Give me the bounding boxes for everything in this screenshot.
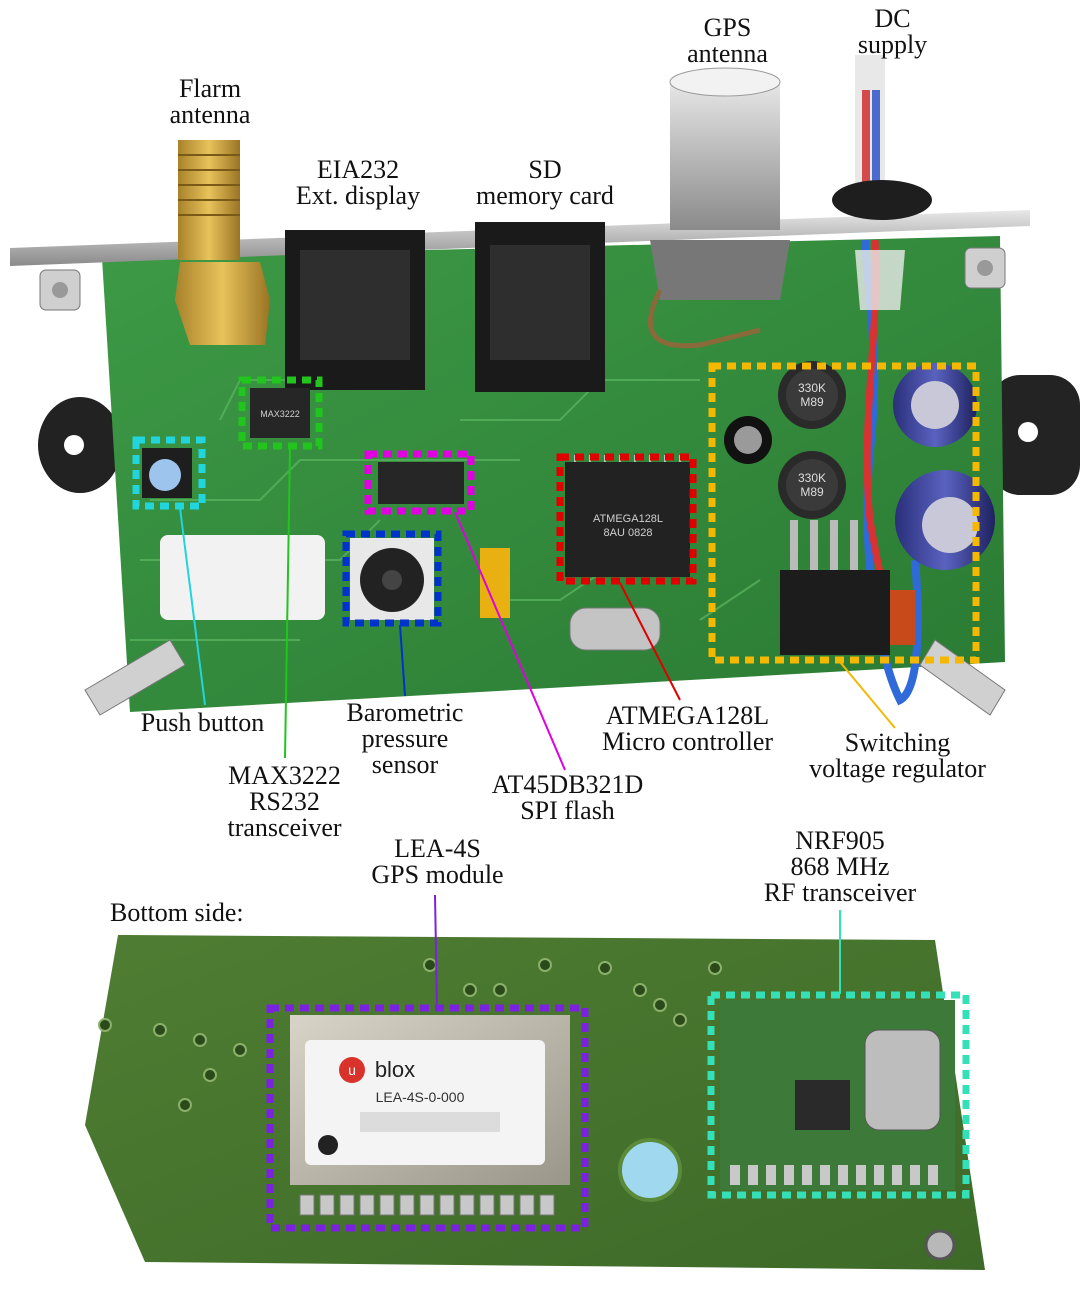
bottom-round-pad bbox=[618, 1138, 682, 1202]
button-leader bbox=[179, 507, 206, 706]
flarm-antenna-connector bbox=[175, 140, 270, 345]
regulator-components: 330K M89 330K M89 bbox=[724, 361, 995, 655]
flash-chip bbox=[378, 462, 464, 504]
max3222-highlight bbox=[238, 376, 323, 450]
push-button-part bbox=[142, 448, 192, 498]
lea4s-module-part: u blox LEA-4S-0-000 bbox=[290, 1015, 570, 1216]
flash-leader bbox=[454, 511, 566, 771]
svg-text:u: u bbox=[348, 1062, 356, 1078]
svg-text:MAX3222: MAX3222 bbox=[260, 409, 300, 419]
max3222-leader bbox=[284, 447, 291, 759]
mount-rubber-right bbox=[990, 375, 1080, 495]
svg-text:330K: 330K bbox=[798, 471, 826, 485]
svg-text:ATMEGA128L: ATMEGA128L bbox=[593, 513, 663, 525]
lea4s-leader bbox=[434, 894, 438, 1008]
bottom-screw bbox=[924, 1229, 956, 1261]
atmega128l-chip: ATMEGA128L 8AU 0828 bbox=[565, 455, 690, 577]
svg-text:blox: blox bbox=[375, 1057, 415, 1082]
button-highlight bbox=[132, 436, 206, 510]
mcu-leader bbox=[619, 582, 681, 701]
label-max3222: MAX3222 RS232 transceiver bbox=[227, 761, 342, 842]
label-flash: AT45DB321D SPI flash bbox=[491, 770, 644, 825]
crystal bbox=[569, 607, 661, 651]
max3222-chip: MAX3222 bbox=[250, 388, 310, 438]
label-nrf905: NRF905 868 MHz RF transceiver bbox=[763, 826, 917, 907]
label-flarm-antenna: Flarm antenna bbox=[169, 74, 251, 129]
blurred-sticker bbox=[160, 535, 325, 620]
pressure-leader bbox=[399, 624, 406, 697]
label-bottom-side: Bottom side: bbox=[110, 898, 244, 927]
sd-card-connector bbox=[475, 222, 605, 392]
flash-highlight bbox=[364, 450, 475, 515]
label-sd-card: SD memory card bbox=[476, 155, 614, 210]
standoff-bottom-left bbox=[84, 639, 186, 716]
svg-text:M89: M89 bbox=[800, 485, 824, 499]
bottom-vias bbox=[98, 958, 722, 1112]
label-gps-antenna: GPS antenna bbox=[687, 13, 768, 68]
standoff-top-left bbox=[39, 269, 81, 311]
svg-text:M89: M89 bbox=[800, 395, 824, 409]
standoff-top-right bbox=[964, 247, 1006, 289]
svg-text:LEA-4S-0-000: LEA-4S-0-000 bbox=[376, 1089, 465, 1105]
regulator-leader bbox=[839, 661, 896, 729]
nrf905-module-part bbox=[720, 1000, 955, 1190]
mcu-highlight bbox=[556, 453, 697, 585]
label-regulator: Switching voltage regulator bbox=[809, 728, 986, 783]
label-barometric: Barometric pressure sensor bbox=[346, 698, 464, 779]
label-mcu: ATMEGA128L Micro controller bbox=[601, 701, 774, 756]
pressure-sensor-part bbox=[350, 538, 434, 620]
label-dc-supply: DC supply bbox=[857, 4, 928, 59]
mount-rubber-left bbox=[38, 397, 122, 493]
pressure-highlight bbox=[342, 530, 442, 627]
lea4s-highlight bbox=[266, 1004, 589, 1232]
gps-antenna-connector bbox=[648, 67, 790, 349]
label-push-button: Push button bbox=[140, 708, 265, 737]
label-eia232: EIA232 Ext. display bbox=[295, 155, 421, 210]
label-lea4s: LEA-4S GPS module bbox=[371, 834, 504, 889]
svg-text:8AU 0828: 8AU 0828 bbox=[604, 527, 653, 539]
svg-text:330K: 330K bbox=[798, 381, 826, 395]
nrf905-highlight bbox=[707, 991, 970, 1199]
eia232-connector bbox=[285, 230, 425, 390]
regulator-highlight bbox=[708, 362, 980, 664]
